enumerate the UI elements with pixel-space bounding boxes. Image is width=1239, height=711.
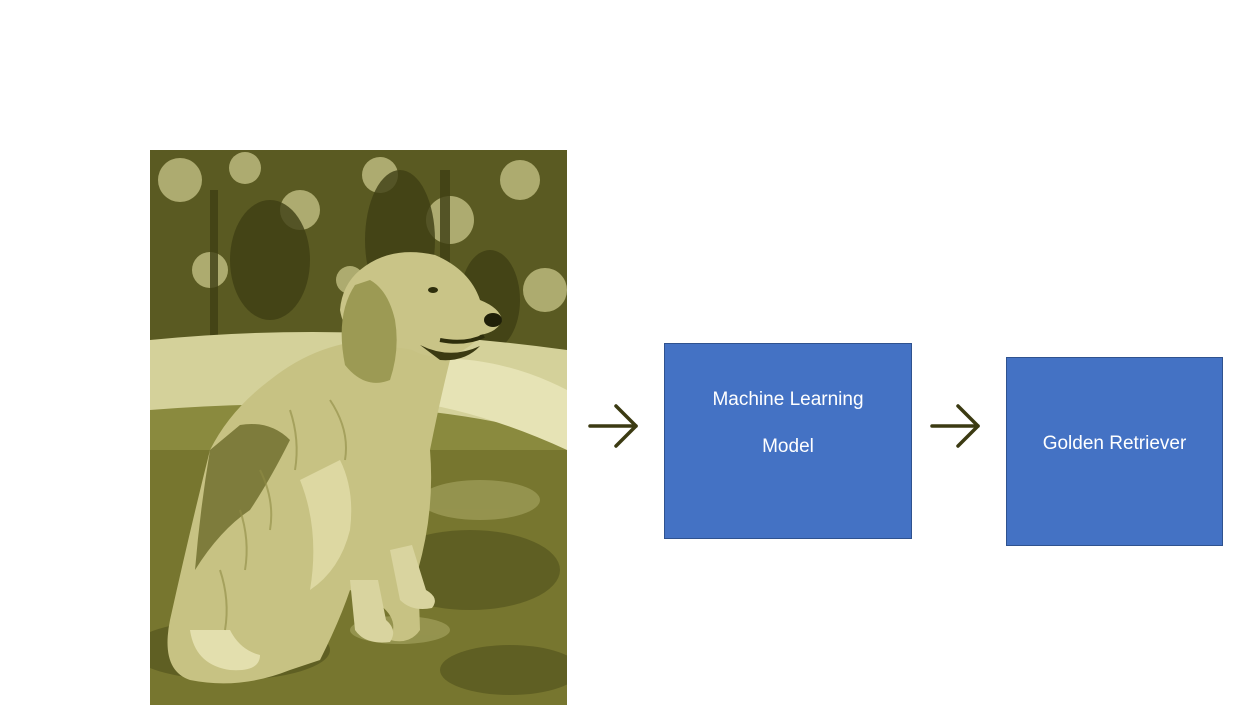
- model-label-line1: Machine Learning: [712, 389, 864, 410]
- right-arrow-icon: [588, 402, 640, 450]
- prediction-output-box: Golden Retriever: [1006, 357, 1223, 546]
- model-label-line2: Model: [762, 436, 814, 457]
- prediction-label: Golden Retriever: [1042, 432, 1187, 454]
- machine-learning-model-box: Machine Learning Model: [664, 343, 912, 539]
- right-arrow-icon: [930, 402, 982, 450]
- input-image-dog-photo: [150, 150, 567, 705]
